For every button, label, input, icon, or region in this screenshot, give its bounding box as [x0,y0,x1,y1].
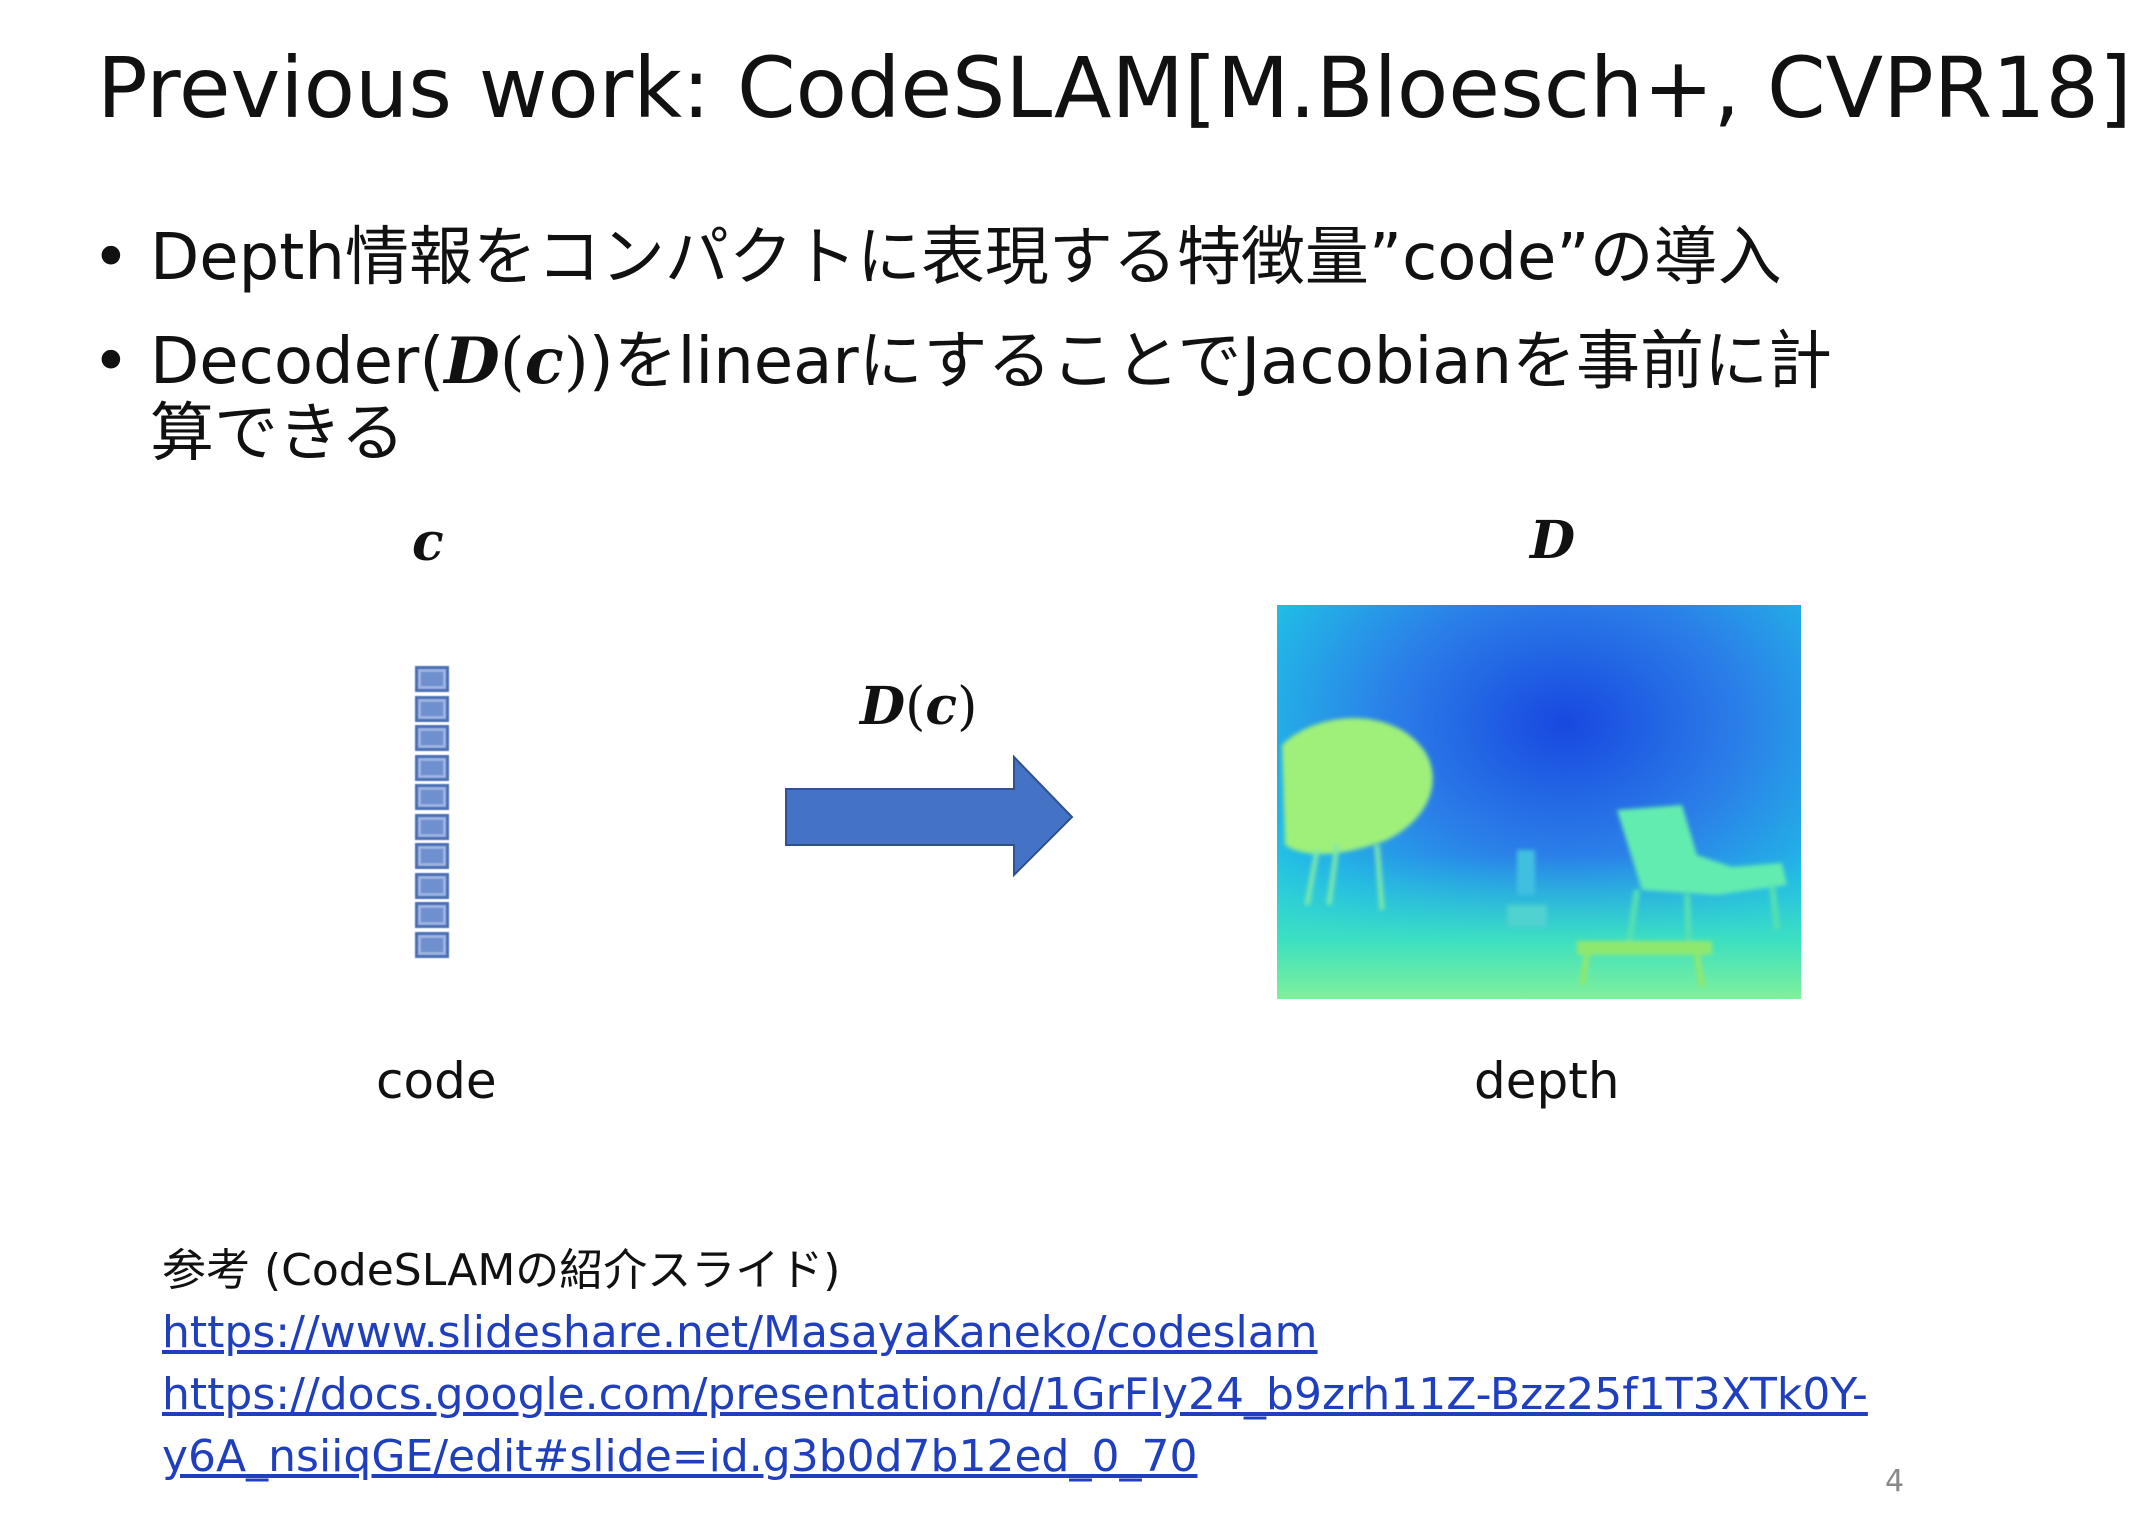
code-cell [415,813,449,840]
reference-link-slideshare[interactable]: https://www.slideshare.net/MasayaKaneko/… [162,1307,1318,1358]
bullet-marker: • [92,221,130,295]
code-vector [415,666,449,958]
bullet-text: Depth情報をコンパクトに表現する特徴量”code”の導入 [150,221,1782,295]
depth-symbol-label: D [1530,510,1576,571]
code-cell [415,725,449,752]
code-cell [415,843,449,870]
code-cell [415,695,449,722]
depth-map-image [1277,605,1801,999]
code-cell [415,754,449,781]
math-D: D [444,324,500,399]
code-symbol-label: c [412,512,444,573]
code-caption: code [376,1052,497,1110]
code-cell [415,666,449,692]
bullet-suffix-line1: )をlinearにすることでJacobianを事前に計 [588,325,1833,399]
decoder-arrow-icon [785,754,1074,878]
code-cell [415,931,449,958]
arrow-label-open: ( [905,677,926,737]
code-cell [415,784,449,811]
references-heading: 参考 (CodeSLAMの紹介スライド) [162,1245,841,1296]
references-block: 参考 (CodeSLAMの紹介スライド) https://www.slidesh… [162,1240,1868,1488]
reference-link-google-docs[interactable]: https://docs.google.com/presentation/d/1… [162,1364,1868,1488]
arrow-label-c: c [925,676,958,737]
bullet-suffix-line2: 算できる [150,397,405,471]
math-open-paren: ( [499,325,525,399]
math-close-paren: ) [563,325,589,399]
reference-link-google-docs-line2: y6A_nsiiqGE/edit#slide=id.g3b0d7b12ed_0_… [162,1431,1198,1482]
bullet-list: • Depth情報をコンパクトに表現する特徴量”code”の導入 • Decod… [88,222,1968,502]
depth-map-graphic [1277,605,1801,999]
bullet-marker: • [92,325,130,399]
math-c: c [524,324,564,399]
arrow-label-D: D [860,676,906,737]
bullet-item-code-intro: • Depth情報をコンパクトに表現する特徴量”code”の導入 [88,222,1968,294]
slide-title: Previous work: CodeSLAM[M.Bloesch+, CVPR… [97,39,2132,137]
depth-caption: depth [1474,1052,1620,1110]
page-number: 4 [1885,1464,1905,1499]
arrow-label: D(c) [860,676,977,737]
code-cell [415,872,449,899]
slide: Previous work: CodeSLAM[M.Bloesch+, CVPR… [88,39,2132,1499]
code-cell [415,902,449,929]
bullet-prefix: Decoder( [150,325,445,399]
arrow-label-close: ) [957,677,978,737]
reference-link-google-docs-line1: https://docs.google.com/presentation/d/1… [162,1369,1868,1420]
bullet-item-decoder: • Decoder(D(c))をlinearにすることでJacobianを事前に… [88,324,1968,471]
